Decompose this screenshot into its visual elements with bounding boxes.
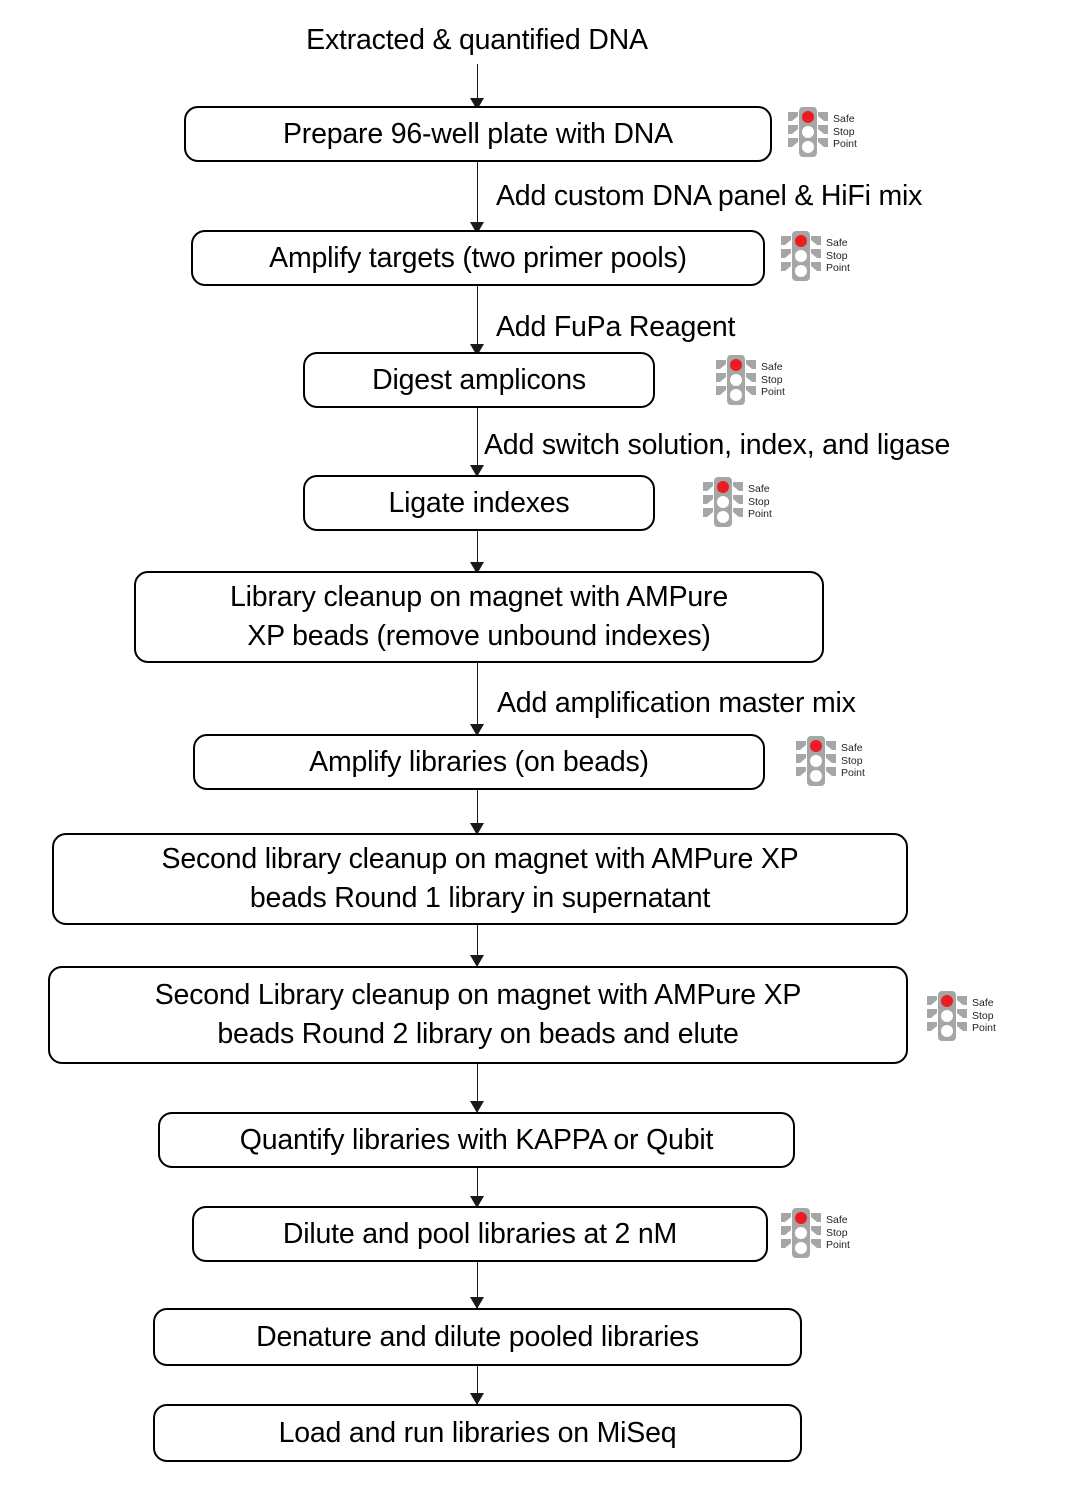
safe-stop-point-ligate-indexes: Safe Stop Point xyxy=(701,474,772,530)
safe-stop-point-label: Safe Stop Point xyxy=(972,997,996,1035)
safe-stop-point-label: Safe Stop Point xyxy=(833,113,857,151)
connector-cleanup-to-amplify-libraries xyxy=(477,663,478,735)
safe-stop-point-label: Safe Stop Point xyxy=(826,1214,850,1252)
safe-stop-point-label: Safe Stop Point xyxy=(826,237,850,275)
node-amplify-targets[interactable]: Amplify targets (two primer pools) xyxy=(191,230,765,286)
traffic-light-icon xyxy=(703,477,743,527)
node-prepare-plate-label: Prepare 96-well plate with DNA xyxy=(282,117,673,150)
safe-stop-point-prepare-plate: Safe Stop Point xyxy=(786,104,857,160)
node-dilute-pool[interactable]: Dilute and pool libraries at 2 nM xyxy=(192,1206,768,1262)
safe-stop-point-amplify-libraries: Safe Stop Point xyxy=(794,733,865,789)
node-load-run[interactable]: Load and run libraries on MiSeq xyxy=(153,1404,802,1462)
arrowhead-digest-to-ligate xyxy=(470,465,484,477)
connector-quantify-to-dilute xyxy=(477,1168,478,1212)
traffic-light-icon xyxy=(788,107,828,157)
node-digest-amplicons[interactable]: Digest amplicons xyxy=(303,352,655,408)
node-ligate-indexes[interactable]: Ligate indexes xyxy=(303,475,655,531)
arrowhead-amplify-libraries-to-r1 xyxy=(470,823,484,835)
node-second-cleanup-round2[interactable]: Second Library cleanup on magnet with AM… xyxy=(48,966,908,1064)
node-amplify-libraries[interactable]: Amplify libraries (on beads) xyxy=(193,734,765,790)
edge-label-fupa: Add FuPa Reagent xyxy=(496,311,736,343)
safe-stop-point-dilute-pool: Safe Stop Point xyxy=(779,1205,850,1261)
traffic-light-icon xyxy=(796,736,836,786)
node-second-cleanup-round1[interactable]: Second library cleanup on magnet with AM… xyxy=(52,833,908,925)
node-denature-dilute-label: Denature and dilute pooled libraries xyxy=(256,1320,699,1353)
connector-title-to-prepare xyxy=(477,64,478,104)
traffic-light-icon xyxy=(716,355,756,405)
safe-stop-point-label: Safe Stop Point xyxy=(761,361,785,399)
traffic-light-icon xyxy=(927,991,967,1041)
edge-label-switch: Add switch solution, index, and ligase xyxy=(484,429,951,461)
node-prepare-plate[interactable]: Prepare 96-well plate with DNA xyxy=(184,106,772,162)
diagram-title: Extracted & quantified DNA xyxy=(306,24,648,56)
connector-prepare-to-amplify xyxy=(477,162,478,232)
connector-amplify-libraries-to-r1 xyxy=(477,790,478,834)
safe-stop-point-digest-amplicons: Safe Stop Point xyxy=(714,352,785,408)
connector-r2-to-quantify xyxy=(477,1064,478,1112)
node-ligate-indexes-label: Ligate indexes xyxy=(388,486,570,519)
connector-ligate-to-cleanup xyxy=(477,531,478,573)
traffic-light-icon xyxy=(781,1208,821,1258)
node-amplify-libraries-label: Amplify libraries (on beads) xyxy=(309,745,649,778)
traffic-light-icon xyxy=(781,231,821,281)
connector-digest-to-ligate xyxy=(477,408,478,475)
safe-stop-point-label: Safe Stop Point xyxy=(748,483,772,521)
node-load-run-label: Load and run libraries on MiSeq xyxy=(278,1416,677,1449)
arrowhead-quantify-to-dilute xyxy=(470,1196,484,1208)
node-dilute-pool-label: Dilute and pool libraries at 2 nM xyxy=(282,1217,678,1250)
connector-denature-to-load xyxy=(477,1366,478,1404)
node-second-cleanup-round1-label: Second library cleanup on magnet with AM… xyxy=(161,843,799,914)
connector-dilute-to-denature xyxy=(477,1262,478,1308)
connector-r1-to-r2 xyxy=(477,925,478,969)
arrowhead-dilute-to-denature xyxy=(470,1297,484,1309)
node-quantify-libraries-label: Quantify libraries with KAPPA or Qubit xyxy=(239,1123,714,1156)
safe-stop-point-second-cleanup-round2: Safe Stop Point xyxy=(925,988,996,1044)
node-library-cleanup[interactable]: Library cleanup on magnet with AMPure XP… xyxy=(134,571,824,663)
edge-label-panel: Add custom DNA panel & HiFi mix xyxy=(496,180,923,212)
connector-amplify-to-digest xyxy=(477,286,478,354)
safe-stop-point-amplify-targets: Safe Stop Point xyxy=(779,228,850,284)
node-second-cleanup-round2-label: Second Library cleanup on magnet with AM… xyxy=(154,979,802,1050)
node-library-cleanup-label: Library cleanup on magnet with AMPure XP… xyxy=(230,581,728,652)
arrowhead-cleanup-to-amplify-libraries xyxy=(470,724,484,736)
safe-stop-point-label: Safe Stop Point xyxy=(841,742,865,780)
arrowhead-r2-to-quantify xyxy=(470,1101,484,1113)
arrowhead-r1-to-r2 xyxy=(470,955,484,967)
node-denature-dilute[interactable]: Denature and dilute pooled libraries xyxy=(153,1308,802,1366)
arrowhead-denature-to-load xyxy=(470,1393,484,1405)
edge-label-master-mix: Add amplification master mix xyxy=(497,687,856,719)
node-digest-amplicons-label: Digest amplicons xyxy=(372,363,586,396)
node-quantify-libraries[interactable]: Quantify libraries with KAPPA or Qubit xyxy=(158,1112,795,1168)
node-amplify-targets-label: Amplify targets (two primer pools) xyxy=(269,241,687,274)
